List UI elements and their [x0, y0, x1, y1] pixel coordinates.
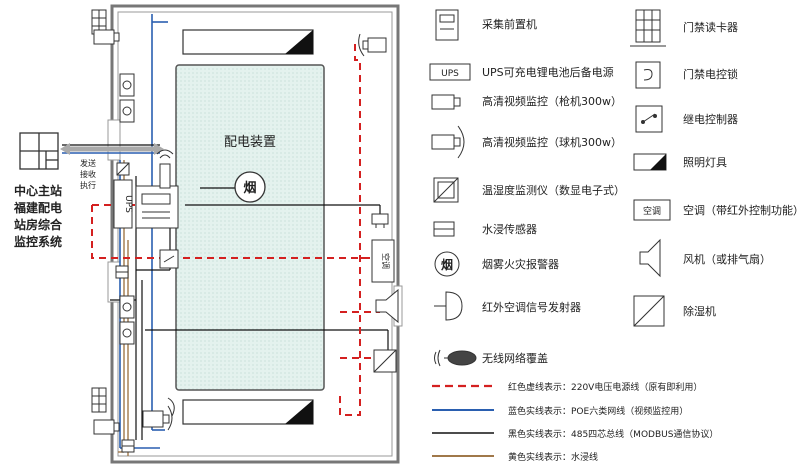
dome-camera-icon — [431, 125, 465, 159]
link-label-execute: 执行 — [80, 180, 96, 190]
link-label-receive: 接收 — [80, 169, 96, 179]
legend-label-wifi: 无线网络覆盖 — [482, 351, 548, 365]
line-label-water: 黄色实线表示：水浸线 — [508, 451, 598, 463]
gun-camera-bottom-left — [93, 419, 120, 435]
legend-label-light: 照明灯具 — [683, 156, 727, 169]
link-label-send: 发送 — [80, 158, 96, 168]
room-inner-wall — [117, 11, 393, 457]
water-sensor-icon — [433, 221, 455, 237]
relay-icon — [635, 105, 663, 133]
temp-humidity-sensor — [116, 162, 130, 176]
gun-camera-top-right — [358, 33, 387, 57]
relay-controller — [159, 249, 179, 269]
legend-label-dehumidifier: 除湿机 — [683, 304, 716, 318]
legend-label-relay: 继电控制器 — [683, 112, 738, 126]
legend-label-card-reader: 门禁读卡器 — [683, 20, 738, 34]
legend-label-water-sensor: 水浸传感器 — [482, 223, 537, 236]
smoke-alarm-icon: 烟 — [434, 251, 460, 277]
center-station-line-3: 站房综合 — [14, 217, 63, 232]
light-icon — [633, 153, 667, 171]
electric-lock-2 — [119, 99, 135, 123]
fan-icon — [639, 238, 661, 278]
line-label-poe: 蓝色实线表示：POE六类网线（视频监控用） — [508, 405, 688, 417]
legend-label-temp-humidity: 温湿度监测仪（数显电子式） — [482, 183, 625, 197]
legend-label-gun-camera: 高清视频监控（枪机300w） — [482, 94, 622, 108]
ac-icon: 空调 — [633, 199, 671, 221]
ups-icon-text: UPS — [441, 69, 459, 79]
ups-box: UPS — [113, 179, 133, 229]
center-station-line-2: 福建配电 — [13, 200, 62, 215]
ac-unit: 空调 — [371, 239, 395, 283]
ups-icon: UPS — [429, 63, 471, 81]
switchgear-label: 配电装置 — [224, 135, 276, 150]
wifi-icon — [434, 349, 477, 367]
temp-humidity-icon — [433, 177, 459, 203]
line-label-rs485: 黑色实线表示：485四芯总线（MODBUS通信协议） — [508, 428, 718, 440]
legend-label-ups: UPS可充电锂电池后备电源 — [482, 65, 614, 79]
gun-camera-icon — [431, 94, 461, 110]
legend-label-ac: 空调（带红外控制功能） — [683, 203, 800, 217]
electric-lock-4 — [119, 321, 135, 345]
dome-camera-bottom — [167, 397, 175, 417]
line-label-power: 红色虚线表示：220V电压电源线（原有即利用） — [508, 381, 702, 393]
dehumidifier-icon — [633, 295, 665, 327]
legend-label-ir-emitter: 红外空调信号发射器 — [482, 300, 581, 314]
card-reader-icon — [630, 9, 666, 47]
wifi-antenna — [156, 149, 174, 159]
card-reader-bottom — [91, 387, 107, 413]
dehumidifier-plug — [371, 213, 389, 228]
legend-label-smoke-alarm: 烟雾火灾报警器 — [482, 257, 559, 271]
smoke-alarm-icon-text: 烟 — [441, 258, 453, 272]
link-arrow — [60, 143, 164, 155]
top-light-bar — [182, 29, 314, 55]
bottom-light-bar — [182, 399, 314, 425]
left-wall-window-1 — [107, 119, 121, 161]
center-station-line-4: 监控系统 — [14, 234, 62, 249]
center-station-line-1: 中心主站 — [14, 183, 62, 198]
electric-lock-icon — [635, 61, 661, 89]
smoke-alarm-label: 烟 — [243, 181, 256, 196]
ir-emitter-icon — [434, 291, 463, 321]
gun-camera-top-left — [93, 29, 120, 45]
ups-box-label: UPS — [123, 195, 133, 213]
legend-label-dome-camera: 高清视频监控（球机300w） — [482, 135, 622, 149]
water-sensor-1 — [115, 265, 129, 279]
electric-lock-1 — [119, 73, 135, 97]
collector — [135, 163, 179, 229]
collector-icon — [435, 9, 459, 41]
legend-label-collector: 采集前置机 — [482, 17, 537, 31]
electric-lock-3 — [119, 295, 135, 319]
ac-unit-label: 空调 — [381, 253, 391, 269]
gun-camera-bottom — [142, 405, 173, 431]
smoke-alarm: 烟 — [234, 171, 266, 203]
legend-label-electric-lock: 门禁电控锁 — [683, 67, 738, 81]
dehumidifier-unit — [373, 349, 397, 373]
water-sensor-2 — [121, 439, 135, 453]
ac-icon-text: 空调 — [643, 205, 661, 217]
switchgear-area: 配电装置 — [175, 64, 325, 391]
center-station-icon — [19, 132, 59, 170]
legend-label-fan: 风机（或排气扇） — [683, 252, 771, 266]
fan-unit — [375, 288, 399, 324]
